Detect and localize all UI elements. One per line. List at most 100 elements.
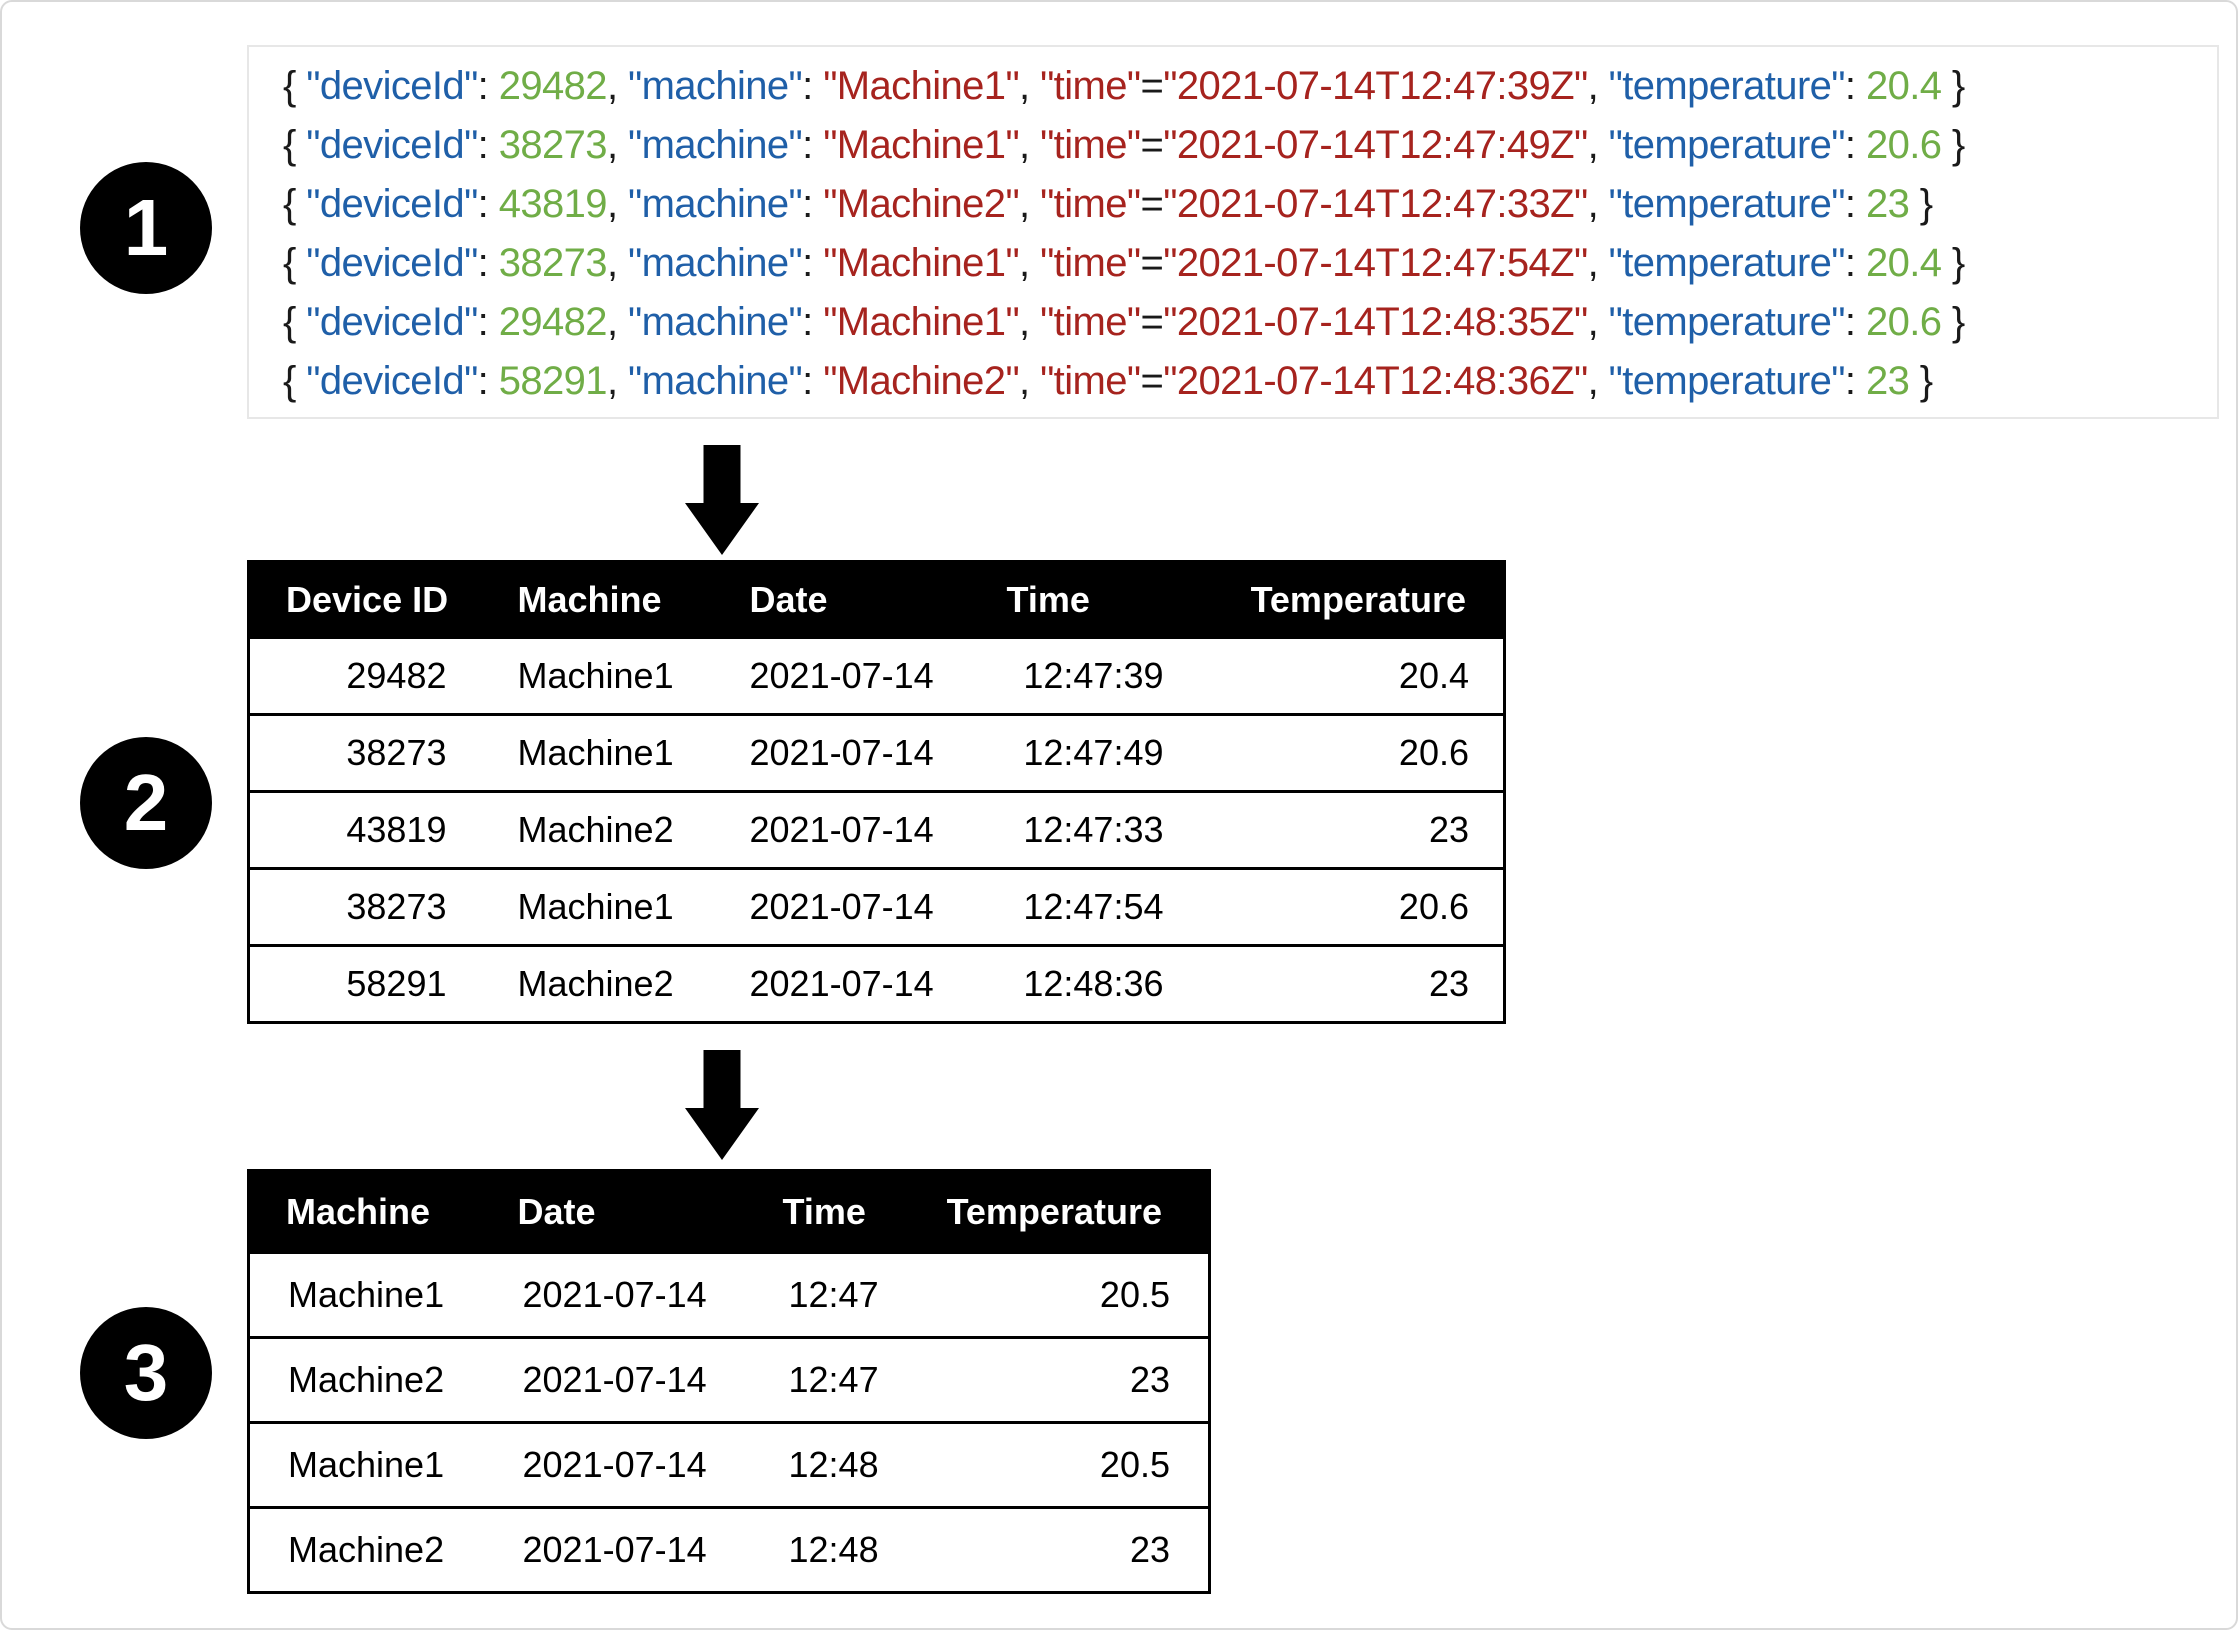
table-cell: 2021-07-14 xyxy=(483,1251,766,1338)
json-record-line: { "deviceId": 29482, "machine": "Machine… xyxy=(283,57,2217,116)
table-cell: 38273 xyxy=(248,867,479,946)
json-token: 29482 xyxy=(498,64,608,108)
column-header-time: Time xyxy=(765,1170,910,1253)
json-token: : xyxy=(477,64,499,108)
table-cell: 20.4 xyxy=(1188,636,1505,715)
json-token: , xyxy=(606,64,628,108)
json-token: = xyxy=(1140,123,1164,167)
table-cell: 20.6 xyxy=(1188,713,1505,792)
table-cell: 2021-07-14 xyxy=(483,1336,766,1423)
table-cell: 23 xyxy=(1188,790,1505,869)
json-token: 38273 xyxy=(498,241,608,285)
table-cell: 43819 xyxy=(248,790,479,869)
column-header-temperature: Temperature xyxy=(1188,561,1505,638)
json-token: : xyxy=(477,123,499,167)
json-token: , xyxy=(1587,182,1609,226)
json-token: = xyxy=(1140,241,1164,285)
json-token: { xyxy=(283,123,307,167)
table-cell: 2021-07-14 xyxy=(483,1421,766,1508)
table-cell: 58291 xyxy=(248,944,479,1023)
json-token: , xyxy=(1587,64,1609,108)
table-cell: 2021-07-14 xyxy=(708,636,979,715)
step-1-badge: 1 xyxy=(80,162,212,294)
json-token: = xyxy=(1140,300,1164,344)
step-2-badge: 2 xyxy=(80,737,212,869)
parsed-readings-table: Device ID Machine Date Time Temperature … xyxy=(247,560,1506,1024)
json-token: : xyxy=(477,241,499,285)
json-token: "temperature" xyxy=(1608,359,1846,403)
json-token: "temperature" xyxy=(1608,123,1846,167)
json-token: "machine" xyxy=(627,182,803,226)
column-header-date: Date xyxy=(708,561,979,638)
json-token: } xyxy=(1941,123,1965,167)
json-token: "2021-07-14T12:47:49Z" xyxy=(1163,123,1588,167)
json-token: , xyxy=(1019,64,1041,108)
json-token: : xyxy=(802,182,824,226)
json-token: 20.4 xyxy=(1865,241,1942,285)
table-cell: 23 xyxy=(909,1336,1210,1423)
json-token: "time" xyxy=(1040,241,1141,285)
table-cell: 29482 xyxy=(248,636,479,715)
table-cell: 12:48:36 xyxy=(978,944,1189,1023)
table-cell: 2021-07-14 xyxy=(708,790,979,869)
json-token: : xyxy=(477,359,499,403)
column-header-device-id: Device ID xyxy=(248,561,479,638)
json-token: : xyxy=(1844,241,1866,285)
json-token: , xyxy=(606,182,628,226)
json-token: } xyxy=(1941,300,1965,344)
json-token: , xyxy=(606,123,628,167)
json-token: { xyxy=(283,300,307,344)
column-header-machine: Machine xyxy=(478,561,709,638)
json-token: , xyxy=(1587,300,1609,344)
table-cell: 12:48 xyxy=(765,1506,910,1593)
json-token: "deviceId" xyxy=(306,182,478,226)
json-token: "deviceId" xyxy=(306,123,478,167)
json-token: , xyxy=(1019,300,1041,344)
json-token: 20.4 xyxy=(1865,64,1942,108)
json-token: { xyxy=(283,182,307,226)
json-token: "time" xyxy=(1040,359,1141,403)
json-token: "deviceId" xyxy=(306,241,478,285)
json-token: "machine" xyxy=(627,359,803,403)
json-token: "Machine2" xyxy=(823,182,1020,226)
json-token: "Machine1" xyxy=(823,300,1020,344)
json-token: } xyxy=(1941,64,1965,108)
table-cell: 20.5 xyxy=(909,1251,1210,1338)
json-token: "Machine1" xyxy=(823,123,1020,167)
json-token: , xyxy=(1587,123,1609,167)
json-token: "time" xyxy=(1040,300,1141,344)
json-record-line: { "deviceId": 43819, "machine": "Machine… xyxy=(283,175,2217,234)
table-cell: 12:47:54 xyxy=(978,867,1189,946)
json-token: = xyxy=(1140,64,1164,108)
table-cell: Machine2 xyxy=(248,1506,484,1593)
step-number: 1 xyxy=(123,183,169,272)
column-header-time: Time xyxy=(978,561,1189,638)
json-token: "time" xyxy=(1040,182,1141,226)
json-token: "2021-07-14T12:48:35Z" xyxy=(1163,300,1588,344)
json-token: "temperature" xyxy=(1608,300,1846,344)
json-record-line: { "deviceId": 38273, "machine": "Machine… xyxy=(283,116,2217,175)
table-cell: 12:47:39 xyxy=(978,636,1189,715)
json-token: : xyxy=(802,64,824,108)
json-record-line: { "deviceId": 58291, "machine": "Machine… xyxy=(283,352,2217,411)
json-token: } xyxy=(1909,359,1933,403)
json-token: 43819 xyxy=(498,182,608,226)
table-cell: Machine2 xyxy=(478,944,709,1023)
table-cell: 20.5 xyxy=(909,1421,1210,1508)
json-token: 20.6 xyxy=(1865,300,1942,344)
json-token: , xyxy=(1019,241,1041,285)
table-cell: 12:47:33 xyxy=(978,790,1189,869)
json-token: "machine" xyxy=(627,300,803,344)
json-token: , xyxy=(1587,241,1609,285)
json-token: { xyxy=(283,359,307,403)
json-token: : xyxy=(477,300,499,344)
json-token: = xyxy=(1140,359,1164,403)
step-number: 2 xyxy=(123,758,169,847)
json-token: 23 xyxy=(1865,359,1910,403)
json-code-panel: { "deviceId": 29482, "machine": "Machine… xyxy=(247,45,2219,419)
